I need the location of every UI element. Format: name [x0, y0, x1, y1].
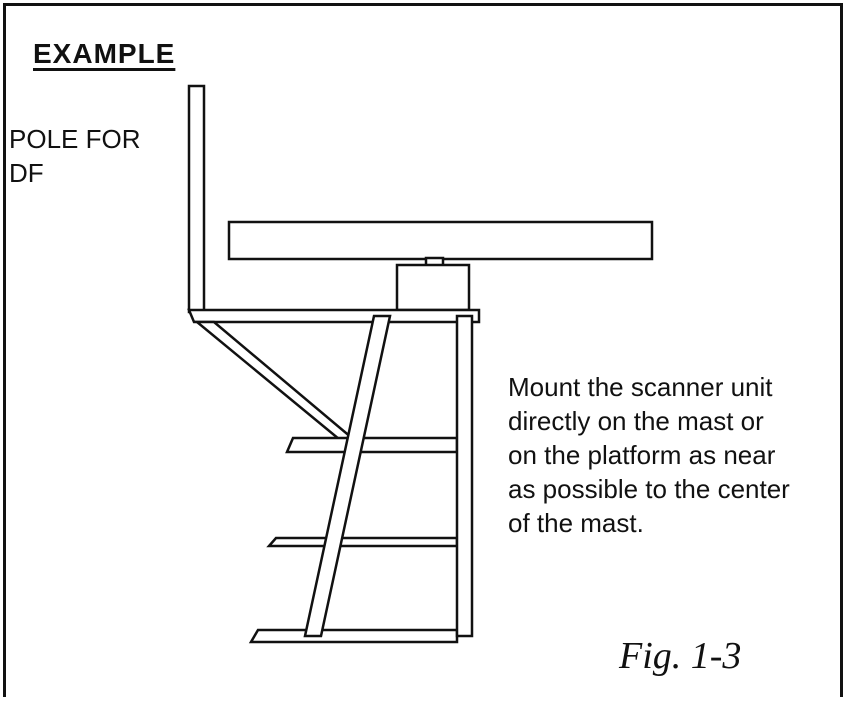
platform: [187, 308, 481, 324]
mounting-note: Mount the scanner unit directly on the m…: [508, 370, 838, 540]
note-line-4: as possible to the center: [508, 474, 790, 504]
rung-upper: [285, 436, 459, 454]
rung-middle: [266, 536, 459, 548]
note-line-3: on the platform as near: [508, 440, 776, 470]
rung-lower: [248, 628, 459, 644]
mast-slanted-leg: [303, 314, 392, 638]
scanner-antenna: [227, 220, 654, 261]
pole-label-line-2: DF: [9, 158, 44, 188]
figure-caption: Fig. 1-3: [619, 635, 742, 677]
df-pole: [187, 84, 206, 314]
pole-label: POLE FOR DF: [9, 122, 140, 190]
example-heading: EXAMPLE: [33, 38, 176, 69]
scanner-pedestal: [395, 263, 471, 312]
note-line-2: directly on the mast or: [508, 406, 764, 436]
pole-label-line-1: POLE FOR: [9, 124, 141, 154]
diagram-frame: [3, 3, 843, 697]
mast-vertical: [455, 314, 474, 638]
note-line-1: Mount the scanner unit: [508, 372, 773, 402]
diagonal-brace: [193, 320, 354, 446]
note-line-5: of the mast.: [508, 508, 644, 538]
